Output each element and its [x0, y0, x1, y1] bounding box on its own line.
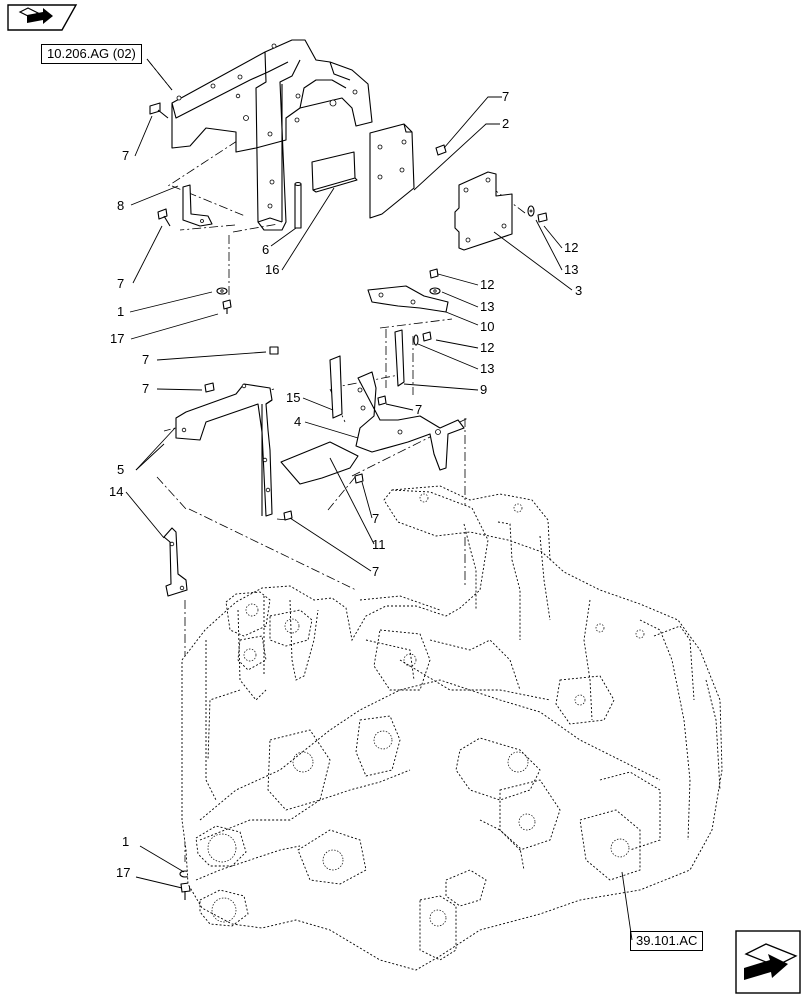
callout-7: 7 [372, 511, 379, 526]
reference-box-39-101-ac[interactable]: 39.101.AC [630, 931, 704, 951]
callout-14: 14 [109, 484, 123, 499]
callout-10: 10 [480, 319, 494, 334]
callout-8: 8 [117, 198, 124, 213]
washer-icon [413, 334, 419, 346]
bolt-icon [204, 382, 215, 393]
callout-12: 12 [480, 277, 494, 292]
part-11-plate [280, 441, 359, 485]
callout-12: 12 [564, 240, 578, 255]
callout-7: 7 [142, 381, 149, 396]
callout-12: 12 [480, 340, 494, 355]
callout-13: 13 [480, 361, 494, 376]
callout-7: 7 [415, 402, 422, 417]
callout-17: 17 [110, 331, 124, 346]
callout-16: 16 [265, 262, 279, 277]
washer-icon [216, 287, 228, 295]
upper-frame-bracket [171, 39, 373, 231]
washer-icon [527, 205, 535, 217]
callout-2: 2 [502, 116, 509, 131]
bolt-icon [422, 331, 432, 342]
washer-icon [429, 287, 441, 295]
part-5-bracket [175, 383, 273, 517]
lower-chassis-frame [181, 485, 723, 971]
reference-box-10-206-ag[interactable]: 10.206.AG (02) [41, 44, 142, 64]
bolt-icon [435, 144, 447, 156]
callout-13: 13 [480, 299, 494, 314]
callout-11: 11 [372, 537, 386, 552]
part-8-bracket [182, 184, 213, 227]
callout-4: 4 [294, 414, 301, 429]
callout-9: 9 [480, 382, 487, 397]
callout-17: 17 [116, 865, 130, 880]
part-14-bracket [163, 527, 188, 597]
part-16-plate [311, 151, 358, 193]
bolt-group [149, 102, 548, 900]
callout-5: 5 [117, 462, 124, 477]
bolt-icon [269, 346, 279, 355]
part-2-bracket [369, 123, 415, 219]
bolt-icon [157, 208, 171, 227]
callout-6: 6 [262, 242, 269, 257]
bolt-icon [354, 473, 364, 484]
part-3-plate [454, 171, 513, 251]
part-4-bracket [355, 371, 465, 471]
callout-13: 13 [564, 262, 578, 277]
part-6-pin [294, 181, 302, 229]
previous-page-arrow-icon[interactable] [7, 4, 78, 31]
bolt-icon [222, 299, 232, 314]
bolt-icon [180, 882, 191, 900]
callout-1: 1 [122, 834, 129, 849]
callout-15: 15 [286, 390, 300, 405]
part-15-plate [329, 355, 343, 419]
bolt-icon [537, 212, 548, 223]
callout-1: 1 [117, 304, 124, 319]
callout-3: 3 [575, 283, 582, 298]
callout-labels: 7 8 7 1 17 7 7 5 15 4 14 6 16 7 2 12 13 … [109, 89, 582, 880]
callout-7: 7 [142, 352, 149, 367]
callout-7: 7 [502, 89, 509, 104]
bolt-icon [429, 268, 439, 279]
part-9-plate [394, 329, 405, 387]
bolt-icon [149, 102, 169, 119]
bolt-icon [283, 510, 293, 521]
next-page-arrow-icon[interactable] [735, 930, 801, 994]
callout-7: 7 [372, 564, 379, 579]
bolt-icon [377, 395, 387, 406]
callout-7: 7 [117, 276, 124, 291]
leader-lines [125, 58, 633, 941]
callout-7: 7 [122, 148, 129, 163]
